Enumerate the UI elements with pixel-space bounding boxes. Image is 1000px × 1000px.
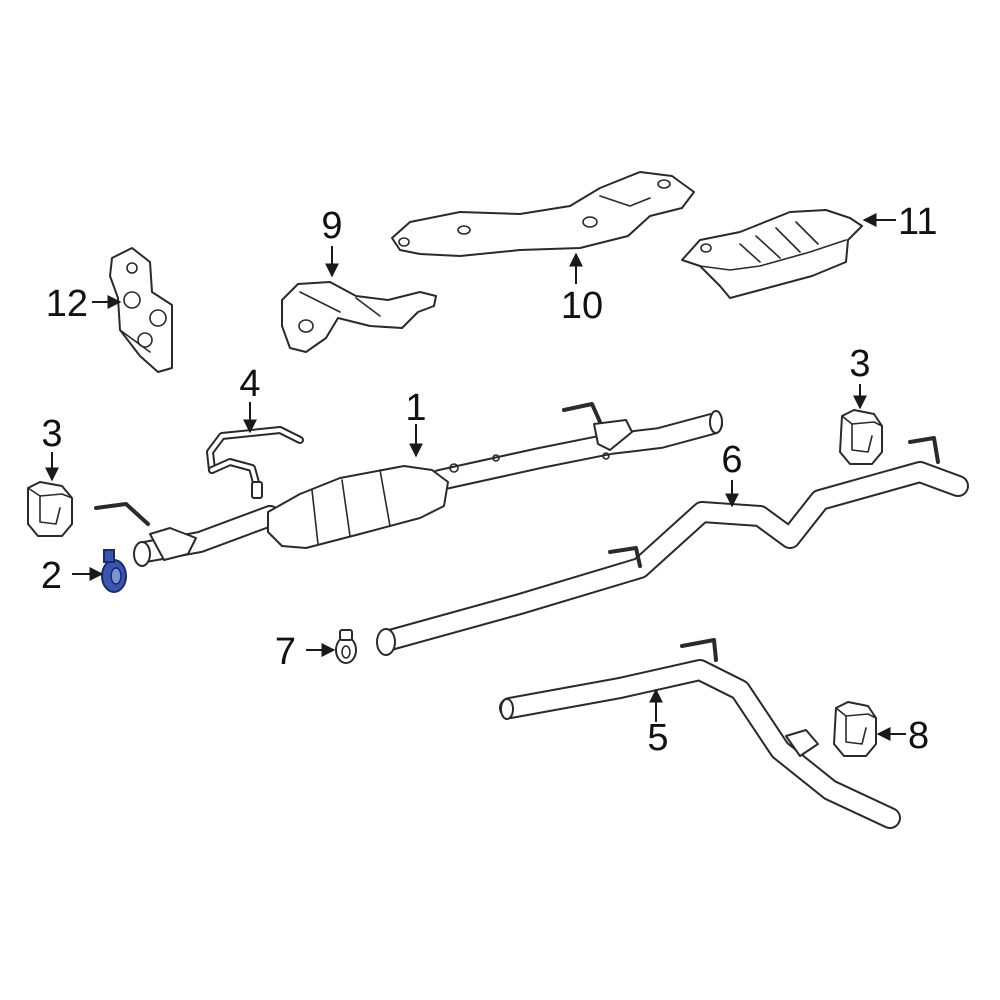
- callout-11[interactable]: 11: [898, 201, 937, 243]
- part-3-hanger-left[interactable]: [27, 481, 73, 537]
- part-5-tail-pipe[interactable]: [499, 638, 901, 829]
- part-6-intermediate-pipe[interactable]: [376, 436, 969, 656]
- callout-1[interactable]: 1: [405, 387, 426, 429]
- part-4-sensor-tube[interactable]: [206, 426, 304, 499]
- part-12-heat-shield[interactable]: [109, 247, 173, 373]
- part-1-catalytic-converter-pipe[interactable]: [94, 402, 723, 567]
- callout-3-left[interactable]: 3: [41, 413, 62, 455]
- callout-2[interactable]: 2: [41, 555, 62, 597]
- callout-5[interactable]: 5: [647, 717, 668, 759]
- part-9-heat-shield[interactable]: [281, 281, 437, 353]
- callout-labels: 1 2 3 3 4 5 6 7 8 9 10 11 12: [41, 201, 938, 759]
- callout-6[interactable]: 6: [721, 439, 742, 481]
- callout-9[interactable]: 9: [321, 205, 342, 247]
- part-3-hanger-right[interactable]: [839, 409, 883, 465]
- callout-8[interactable]: 8: [908, 715, 929, 757]
- leader-lines: [45, 213, 906, 741]
- part-8-hanger[interactable]: [833, 701, 877, 757]
- part-10-heat-shield[interactable]: [391, 171, 695, 257]
- part-2-gasket-highlighted[interactable]: [101, 549, 127, 593]
- part-7-clamp[interactable]: [335, 629, 357, 664]
- callout-4[interactable]: 4: [239, 363, 260, 405]
- callout-3-right[interactable]: 3: [849, 343, 870, 385]
- callout-7[interactable]: 7: [275, 631, 296, 673]
- callout-10[interactable]: 10: [561, 285, 603, 327]
- callout-12[interactable]: 12: [46, 283, 88, 325]
- part-11-heat-shield[interactable]: [681, 209, 863, 299]
